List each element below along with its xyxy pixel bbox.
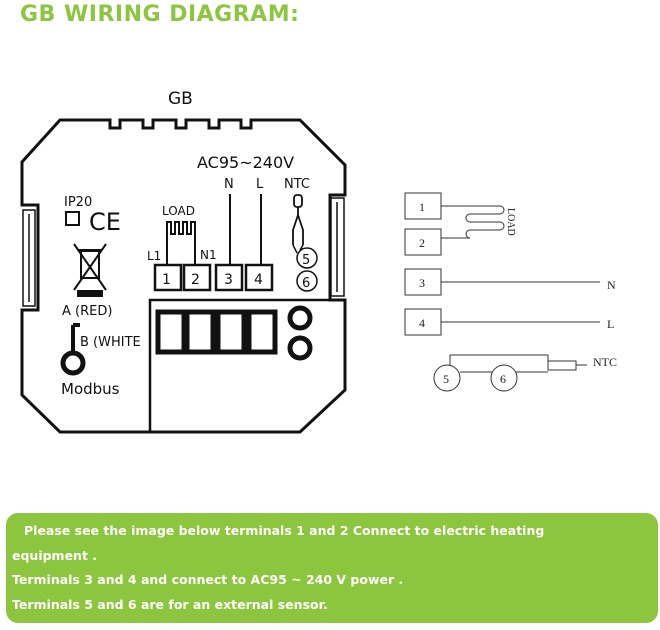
schematic-box-4: 4 — [419, 316, 425, 330]
ip-rating: IP20 — [64, 195, 92, 210]
terminal-6: 6 — [302, 276, 310, 291]
terminal-label-ntc: NTC — [284, 177, 310, 192]
wiring-diagram: GB AC95~240V IP20 CE LOAD L1 N1 N L NTC — [20, 89, 617, 434]
ntc-probe-icon — [292, 194, 304, 245]
ce-mark: CE — [89, 208, 121, 236]
schematic-box-1: 1 — [419, 200, 425, 214]
terminal-label-l1: L1 — [147, 249, 161, 263]
terminal-5: 5 — [302, 253, 310, 268]
schematic-l-label: L — [607, 317, 614, 331]
schematic-box-3: 3 — [419, 276, 425, 290]
terminal-label-l: L — [256, 177, 264, 192]
terminal-label-n: N — [224, 177, 234, 192]
lower-connector-housing — [148, 298, 345, 432]
terminal-label-n1: N1 — [200, 248, 217, 262]
load-label: LOAD — [162, 204, 195, 218]
schematic — [404, 192, 600, 373]
device-body — [20, 118, 347, 434]
notes-panel: Please see the image below terminals 1 a… — [6, 513, 658, 623]
note-line-1: Please see the image below terminals 1 a… — [24, 523, 545, 538]
left-clip — [22, 209, 36, 307]
sensor-terminals: 5 6 — [292, 244, 318, 292]
device-top-label: GB — [168, 89, 193, 109]
schematic-n-label: N — [607, 278, 616, 292]
terminal-4: 4 — [254, 272, 263, 288]
terminal-block: 1 2 3 4 — [153, 263, 274, 292]
note-line-2: equipment . — [12, 548, 98, 563]
note-line-4: Terminals 5 and 6 are for an external se… — [12, 597, 328, 612]
modbus-b-label: B (WHITE — [80, 335, 141, 350]
schematic-box-2: 2 — [419, 236, 425, 250]
modbus-wire-icon — [60, 323, 86, 376]
page-title: GB WIRING DIAGRAM: — [20, 2, 300, 27]
heater-element-icon — [166, 221, 196, 240]
voltage-label: AC95~240V — [197, 153, 294, 172]
schematic-ntc-label: NTC — [593, 355, 617, 369]
ip-symbol — [65, 211, 80, 226]
terminal-1: 1 — [162, 272, 171, 288]
schematic-load-label: LOAD — [505, 208, 516, 236]
schematic-terminal-6: 6 — [500, 372, 506, 386]
weee-bin-icon — [73, 243, 107, 297]
schematic-circle-6 — [490, 364, 518, 392]
schematic-circle-5 — [433, 364, 461, 392]
modbus-label: Modbus — [61, 380, 120, 398]
schematic-labels: 1 2 3 4 LOAD N L NTC 5 6 — [419, 200, 617, 392]
modbus-a-label: A (RED) — [62, 304, 112, 319]
terminal-2: 2 — [191, 272, 200, 288]
device-wires — [166, 194, 262, 265]
terminal-3: 3 — [224, 272, 233, 288]
right-clip — [330, 197, 345, 297]
note-line-3: Terminals 3 and 4 and connect to AC95 ~ … — [12, 572, 404, 587]
schematic-terminal-5: 5 — [443, 372, 449, 386]
